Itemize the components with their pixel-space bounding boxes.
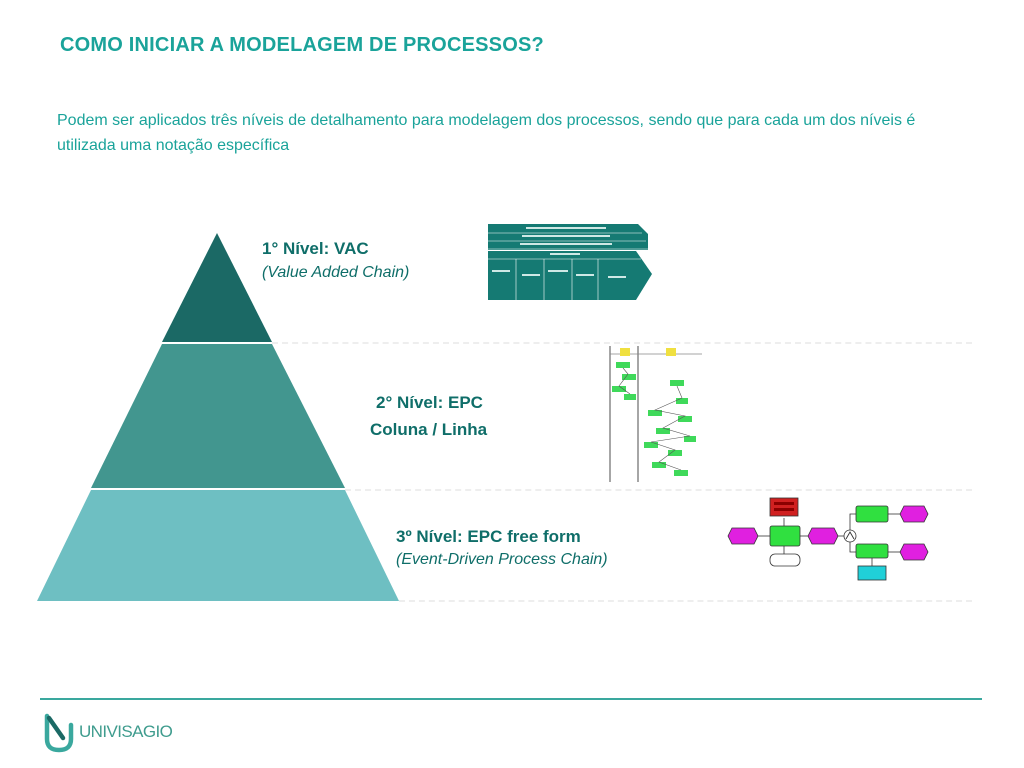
epc-column-row-thumbnail <box>609 346 702 482</box>
separator-line-1 <box>272 342 972 344</box>
univisagio-logo-icon <box>44 713 74 753</box>
separator-line-2 <box>345 489 972 491</box>
pyramid-level-1 <box>162 233 272 342</box>
brand-name: UNIVISAGIO <box>79 722 173 741</box>
pyramid-level-2 <box>91 344 345 488</box>
intro-paragraph: Podem ser aplicados três níveis de detal… <box>57 112 916 154</box>
separator-line-3 <box>399 600 972 602</box>
epc-free-form-thumbnail <box>727 497 929 581</box>
pyramid-level-3 <box>37 490 399 601</box>
footer-divider <box>40 698 982 700</box>
pyramid-diagram <box>37 233 399 601</box>
level-3-subtitle: (Event-Driven Process Chain) <box>396 551 608 568</box>
level-3-title: 3º Nível: EPC free form <box>396 527 581 546</box>
level-1-title: 1° Nível: VAC <box>262 239 369 258</box>
page-title: COMO INICIAR A MODELAGEM DE PROCESSOS? <box>60 34 544 56</box>
level-2-subtitle: Coluna / Linha <box>370 420 488 439</box>
value-added-chain-thumbnail <box>488 224 652 300</box>
level-2-title: 2° Nível: EPC <box>376 393 483 412</box>
level-1-subtitle: (Value Added Chain) <box>262 264 410 281</box>
